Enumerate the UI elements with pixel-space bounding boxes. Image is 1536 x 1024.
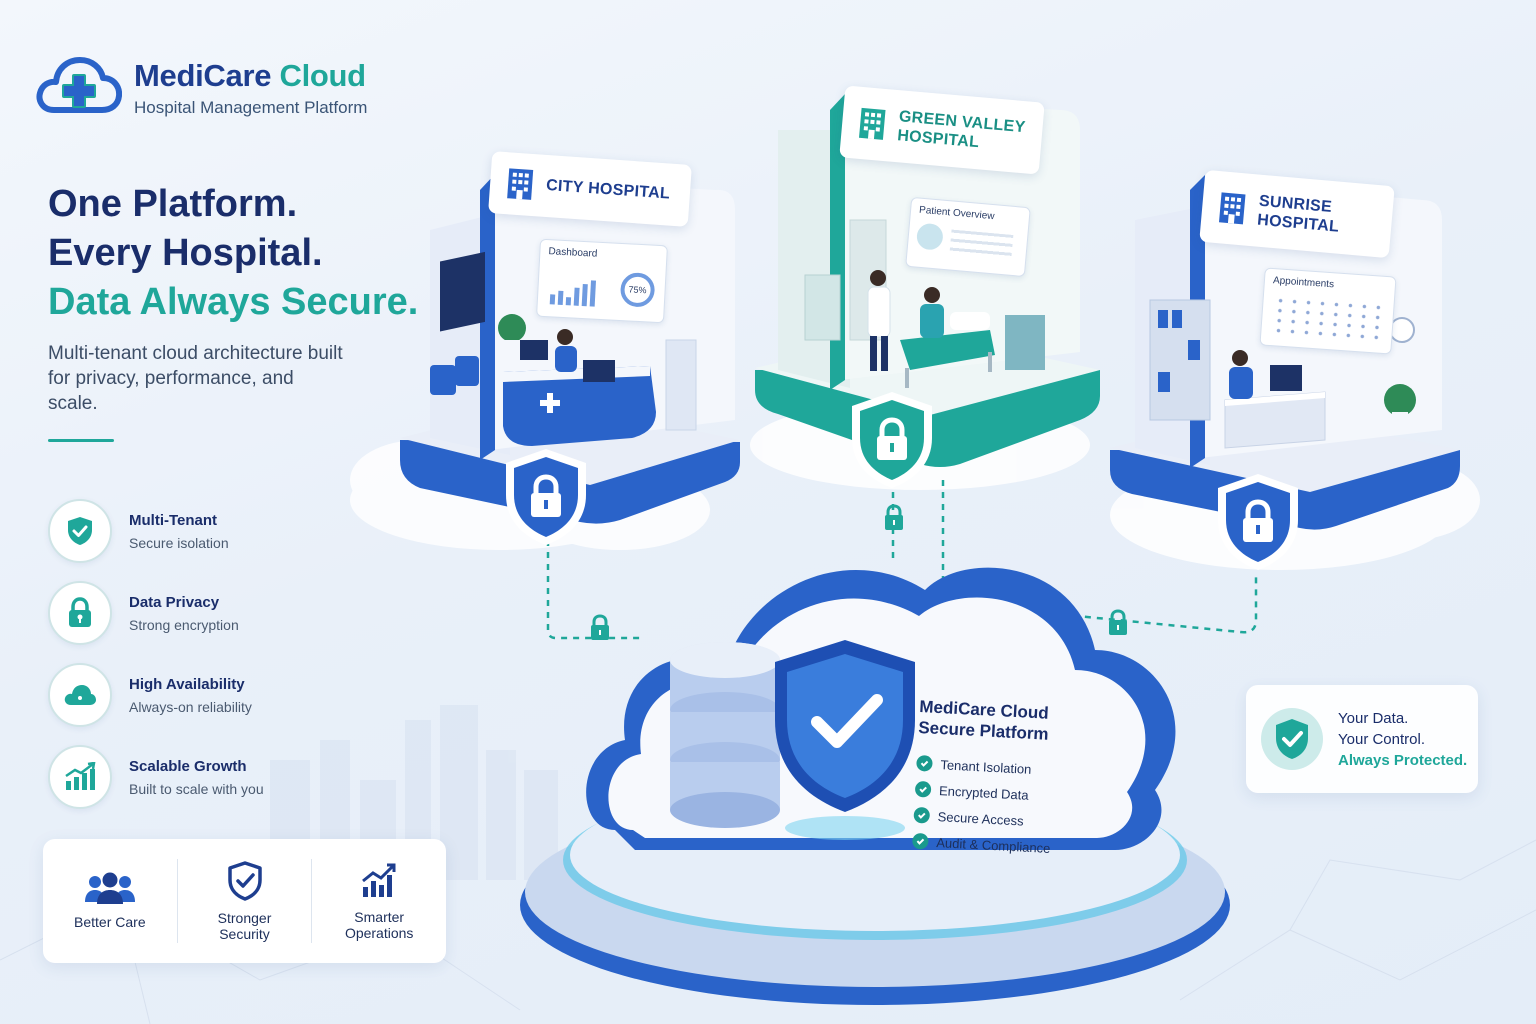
padlock-icon xyxy=(1109,609,1127,635)
feature-title: Data Privacy xyxy=(129,593,220,611)
feature-title: Multi-Tenant xyxy=(129,511,218,529)
calendar-grid xyxy=(1271,295,1384,343)
list-item: Audit & Compliance xyxy=(911,828,1051,861)
headline-line3: Data Always Secure. xyxy=(48,281,419,323)
benefit-label-2: Operations xyxy=(344,925,414,941)
cloud-medical-cross-icon xyxy=(36,57,122,113)
growth-chart-icon xyxy=(48,745,112,809)
headline: One Platform. Every Hospital. Data Alway… xyxy=(48,180,418,327)
feature-title: High Availability xyxy=(129,675,245,693)
feature-subtitle: Always-on reliability xyxy=(129,698,252,715)
screen-title: Dashboard xyxy=(548,246,598,260)
check-icon xyxy=(916,754,933,772)
cloud-icon xyxy=(48,663,112,727)
growth-chart-icon xyxy=(362,863,396,897)
feature-subtitle: Strong encryption xyxy=(129,616,239,633)
benefit-better-care: Better Care xyxy=(43,859,177,943)
list-item: Secure Access xyxy=(913,802,1052,835)
feature-list: Multi-Tenant Secure isolation Data Priva… xyxy=(48,490,264,818)
sunrise-hospital-room: SUNRISE HOSPITAL Appointments xyxy=(1110,160,1460,530)
screen-title: Appointments xyxy=(1272,275,1335,291)
benefit-label-2: Security xyxy=(219,926,270,942)
screen-title: Patient Overview xyxy=(918,204,995,223)
dashboard-screen: Dashboard 75% xyxy=(536,238,668,324)
benefit-stronger-security: Stronger Security xyxy=(176,859,312,943)
benefits-card: Better Care Stronger Security Smarter Op… xyxy=(43,839,446,963)
headline-line2: Every Hospital. xyxy=(48,232,323,274)
city-hospital-room: CITY HOSPITAL Dashboard 75% xyxy=(400,150,740,530)
green-valley-illustration xyxy=(755,94,1100,467)
platform-item-label: Secure Access xyxy=(937,808,1025,829)
platform-info: MediCare Cloud Secure Platform Tenant Is… xyxy=(911,696,1058,861)
feature-multi-tenant: Multi-Tenant Secure isolation xyxy=(48,490,264,572)
headline-line1: One Platform. xyxy=(48,183,298,225)
feature-subtitle: Built to scale with you xyxy=(129,780,264,797)
lock-icon xyxy=(48,581,112,645)
brand-header: MediCare Cloud Hospital Management Platf… xyxy=(36,52,367,124)
platform-item-label: Encrypted Data xyxy=(938,782,1029,803)
avatar xyxy=(915,222,944,251)
shield-check-icon xyxy=(48,499,112,563)
hospital-name: CITY HOSPITAL xyxy=(545,176,671,203)
benefit-smarter-operations: Smarter Operations xyxy=(311,859,446,943)
shield-lock-icon xyxy=(506,449,586,545)
shield-lock-icon xyxy=(1218,474,1298,570)
benefit-label: Smarter xyxy=(354,909,405,925)
list-item: Encrypted Data xyxy=(914,776,1053,809)
benefit-label: Stronger xyxy=(217,910,272,926)
info-lines xyxy=(949,229,1014,261)
feature-data-privacy: Data Privacy Strong encryption xyxy=(48,572,264,654)
feature-high-availability: High Availability Always-on reliability xyxy=(48,654,264,736)
shield-check-icon xyxy=(227,861,262,901)
brand-subtitle: Hospital Management Platform xyxy=(134,98,368,117)
list-item: Tenant Isolation xyxy=(916,750,1055,783)
progress-ring: 75% xyxy=(619,272,656,308)
data-protection-card: Your Data. Your Control. Always Protecte… xyxy=(1246,685,1478,793)
platform-item-label: Tenant Isolation xyxy=(940,756,1032,777)
hospital-building-icon xyxy=(1218,192,1246,225)
protect-line1: Your Data. xyxy=(1338,709,1409,727)
divider xyxy=(48,439,114,442)
shield-check-icon xyxy=(1261,708,1323,770)
hospital-building-icon xyxy=(507,168,534,200)
central-cloud-platform xyxy=(520,567,1230,1005)
hospital-building-icon xyxy=(859,107,886,140)
brand-name: MediCare Cloud xyxy=(134,58,367,94)
patient-overview-screen: Patient Overview xyxy=(905,196,1031,278)
check-icon xyxy=(911,832,929,850)
check-icon xyxy=(913,806,931,824)
progress-value: 75% xyxy=(628,284,647,296)
feature-title: Scalable Growth xyxy=(129,757,247,775)
protect-line3: Always Protected. xyxy=(1338,751,1468,769)
bar-chart-icon xyxy=(549,280,597,307)
brand-name-part1: MediCare xyxy=(134,58,272,93)
platform-item-label: Audit & Compliance xyxy=(935,834,1051,856)
people-group-icon xyxy=(84,872,135,904)
feature-subtitle: Secure isolation xyxy=(129,534,229,551)
padlock-icon xyxy=(591,614,609,640)
green-valley-hospital-room: GREEN VALLEY HOSPITAL Patient Overview xyxy=(750,85,1110,480)
benefit-label: Better Care xyxy=(74,914,146,930)
green-valley-hospital-label: GREEN VALLEY HOSPITAL xyxy=(839,85,1045,175)
appointments-screen: Appointments xyxy=(1259,267,1397,355)
protect-line2: Your Control. xyxy=(1338,730,1425,748)
platform-features-list: Tenant Isolation Encrypted Data Secure A… xyxy=(911,750,1055,861)
feature-scalable-growth: Scalable Growth Built to scale with you xyxy=(48,736,264,818)
city-hospital-label: CITY HOSPITAL xyxy=(488,151,692,227)
check-icon xyxy=(914,780,932,798)
shield-lock-icon xyxy=(852,392,932,488)
brand-name-part2: Cloud xyxy=(279,58,366,93)
description: Multi-tenant cloud architecture built fo… xyxy=(48,343,343,414)
padlock-icon xyxy=(885,504,903,530)
sunrise-hospital-label: SUNRISE HOSPITAL xyxy=(1199,169,1395,259)
